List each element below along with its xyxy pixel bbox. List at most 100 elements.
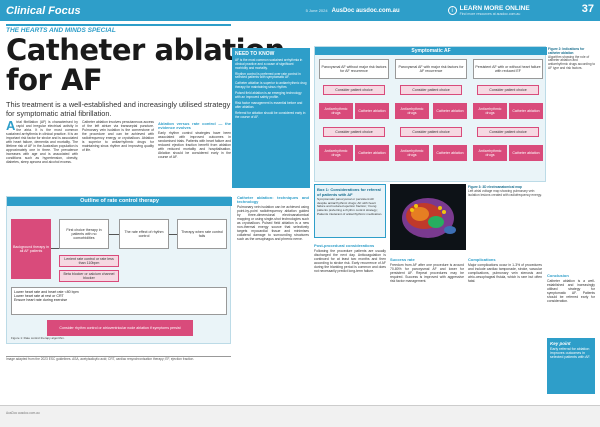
need-to-know-point: Rhythm control is preferred over rate co… — [235, 71, 301, 80]
aad-box: Antiarrhythmic drugs — [319, 145, 353, 161]
step-2-box: The rate effect of rhythm control — [119, 219, 169, 249]
need-to-know-point: Catheter ablation is superior to antiarr… — [235, 81, 307, 90]
column-1-text: trial fibrillation (AF) is characterised… — [6, 120, 78, 164]
ablation-box: Catheter ablation — [355, 103, 389, 119]
column-9-heading: Conclusion — [547, 272, 569, 278]
column-6-heading: Post-procedural considerations — [314, 242, 375, 248]
figure-1-footnote: Image adapted from the 2023 ESC guidelin… — [6, 356, 231, 370]
column-9: Conclusion Catheter ablation is a well-e… — [547, 272, 595, 334]
column-5: Catheter ablation: techniques and techno… — [237, 194, 309, 370]
column-6: Post-procedural considerations Following… — [314, 242, 386, 370]
note-box-2: Beta blocker or calcium channel blocker — [59, 270, 119, 282]
column-5-text: Pulmonary vein isolation can be achieved… — [237, 205, 309, 241]
title-line-2: for AF — [6, 63, 103, 97]
need-to-know-box: NEED TO KNOW AF is the most common susta… — [232, 48, 310, 188]
column-7: Success rate Freedom from AF after one p… — [390, 256, 464, 370]
column-9-text: Catheter ablation is a well-established … — [547, 279, 595, 303]
aad-box: Antiarrhythmic drugs — [395, 145, 429, 161]
key-point-text: Early referral for ablation improves out… — [550, 347, 591, 360]
decision-box: Consider patient choice — [477, 85, 539, 95]
page-number: 37 — [581, 3, 594, 15]
column-8-heading: Complications — [468, 256, 496, 262]
figure-2-caption-text: Algorithm showing the role of catheter a… — [548, 54, 596, 70]
column-2: Catheter ablation involves percutaneous … — [82, 120, 154, 152]
figure-1-title: Outline of rate control therapy — [7, 197, 232, 206]
need-to-know-heading: NEED TO KNOW — [235, 51, 275, 57]
figure-2-caption-title: Figure 2: Indications for catheter ablat… — [548, 47, 585, 55]
page-header: Clinical Focus 5 June 2024 AusDoc ausdoc… — [0, 0, 600, 21]
figure-3-caption-title: Figure 3: 3D electroanatomical map — [468, 185, 522, 189]
column-7-heading: Success rate — [390, 256, 415, 262]
figure-1-caption: Figure 1: Rate control therapy algorithm… — [11, 336, 65, 340]
figure-3-caption: Figure 3: 3D electroanatomical map Left … — [468, 185, 544, 197]
list-item: Lower heart rate and heart rate <80 bpm — [14, 290, 79, 294]
aad-box: Antiarrhythmic drugs — [395, 103, 429, 119]
referral-box-heading: Box 1: Considerations for referral of pa… — [317, 187, 381, 197]
section-title: Clinical Focus — [6, 4, 81, 17]
step-1-box: First choice therapy in patients with no… — [59, 219, 109, 249]
decision-box: Consider patient choice — [323, 127, 385, 137]
arrow — [109, 234, 119, 235]
bottom-bar-text: AusDoc ausdoc.com.au — [6, 411, 40, 415]
figure-2-caption: Figure 2: Indications for catheter ablat… — [548, 47, 596, 71]
note-box-1: Lenient rate control or rate less than 1… — [59, 255, 119, 267]
ablation-box: Catheter ablation — [433, 103, 467, 119]
figure-2-title: Symptomatic AF — [315, 47, 547, 55]
learn-more-label: LEARN MORE ONLINE — [459, 5, 530, 12]
column-7-text: Freedom from AF after one procedure is a… — [390, 263, 464, 283]
list-item: Ensure heart rate during exercise — [14, 298, 68, 303]
learn-more-link[interactable]: i LEARN MORE ONLINE Find more resources … — [447, 5, 530, 16]
need-to-know-point: Pulsed field ablation is an emerging tec… — [235, 91, 302, 99]
brand-name: AusDoc ausdoc.com.au — [331, 7, 400, 14]
column-6-text: Following the procedure patients are usu… — [314, 249, 386, 273]
ablation-box: Catheter ablation — [433, 145, 467, 161]
decision-box: Consider patient choice — [323, 85, 385, 95]
column-8: Complications Major complications occur … — [468, 256, 542, 370]
need-to-know-point: AF is the most common sustained arrhythm… — [235, 58, 303, 70]
decision-box: Consider patient choice — [477, 127, 539, 137]
rate-target-list: Lower heart rate and heart rate <80 bpm … — [11, 287, 227, 315]
arrow — [169, 234, 177, 235]
aad-box: Antiarrhythmic drugs — [473, 145, 507, 161]
column-3-heading: Ablation versus rate control — the evide… — [158, 120, 231, 130]
kicker: THE HEARTS AND MINDS SPECIAL — [6, 27, 116, 34]
column-3-text: Early rhythm control strategies have bee… — [158, 131, 231, 159]
key-point-heading: Key point — [550, 341, 571, 346]
need-to-know-point: Risk factor management is essential befo… — [235, 100, 303, 109]
af-type-box: Paroxysmal AF without major risk factors… — [319, 59, 389, 79]
referral-box-text: Symptomatic paroxysmal or persistent AF … — [317, 197, 383, 216]
figure-1: Outline of rate control therapy Backgrou… — [6, 196, 232, 344]
aad-box: Antiarrhythmic drugs — [473, 103, 507, 119]
list-item: Lower heart rate at rest or CRT — [14, 294, 64, 299]
column-5-heading: Catheter ablation: techniques and techno… — [237, 194, 309, 204]
issue-date: 5 June 2024 — [305, 8, 328, 13]
background-therapy-box: Background therapy in all AF patients — [11, 219, 51, 279]
ablation-box: Catheter ablation — [509, 145, 543, 161]
figure-3-caption-text: Left atrial voltage map showing pulmonar… — [468, 188, 542, 197]
column-8-text: Major complications occur in 1-3% of pro… — [468, 263, 542, 283]
decision-box: Consider patient choice — [400, 127, 462, 137]
figure-3-image — [390, 184, 466, 250]
step-3-box: Therapy when rate control fails — [177, 219, 227, 249]
rhythm-control-box: Consider rhythm control or atrioventricu… — [47, 320, 193, 336]
ablation-box: Catheter ablation — [355, 145, 389, 161]
info-icon: i — [447, 6, 457, 15]
need-to-know-point: Referral for ablation should be consider… — [235, 110, 306, 119]
kicker-rule — [6, 24, 231, 26]
learn-more-sub: Find more resources at ausdoc.com.au — [459, 12, 521, 16]
bottom-bar: AusDoc ausdoc.com.au — [0, 405, 600, 427]
standfirst: This treatment is a well-established and… — [6, 100, 231, 118]
ablation-box: Catheter ablation — [509, 103, 543, 119]
af-type-box: Persistent AF with or without heart fail… — [473, 59, 543, 79]
decision-box: Consider patient choice — [400, 85, 462, 95]
figure-2: Symptomatic AF Paroxysmal AF without maj… — [314, 46, 547, 182]
arrow — [51, 248, 59, 249]
referral-box: Box 1: Considerations for referral of pa… — [314, 184, 386, 238]
electroanatomical-map-illustration — [390, 184, 466, 250]
drop-cap: A — [6, 120, 16, 133]
af-type-box: Paroxysmal AF with major risk factors fo… — [395, 59, 467, 79]
key-point-callout: Key point Early referral for ablation im… — [547, 338, 595, 394]
aad-box: Antiarrhythmic drugs — [319, 103, 353, 119]
